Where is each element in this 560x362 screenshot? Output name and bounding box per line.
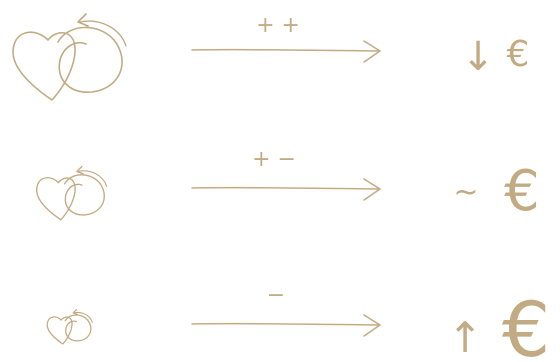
sign-label: − <box>267 283 285 308</box>
heart-cycle-icon <box>35 165 108 221</box>
heart-cycle-icon <box>12 13 127 101</box>
up-arrow-icon: ↑ <box>447 313 482 362</box>
row-3: − ↑ € <box>46 283 550 362</box>
tilde-icon: ~ <box>453 175 478 210</box>
transition-arrow <box>191 40 381 63</box>
row-1: + + ↓ € <box>12 13 530 101</box>
euro-icon: € <box>504 159 540 224</box>
row-2: + − ~ € <box>35 147 540 224</box>
transition-arrow <box>191 314 381 337</box>
euro-icon: € <box>507 34 530 75</box>
transition-arrow <box>191 178 381 201</box>
heart-cycle-icon <box>46 308 93 345</box>
euro-icon: € <box>502 285 550 362</box>
down-arrow-icon: ↓ <box>461 34 495 80</box>
sign-label: + − <box>252 147 296 172</box>
sign-label: + + <box>256 13 300 38</box>
